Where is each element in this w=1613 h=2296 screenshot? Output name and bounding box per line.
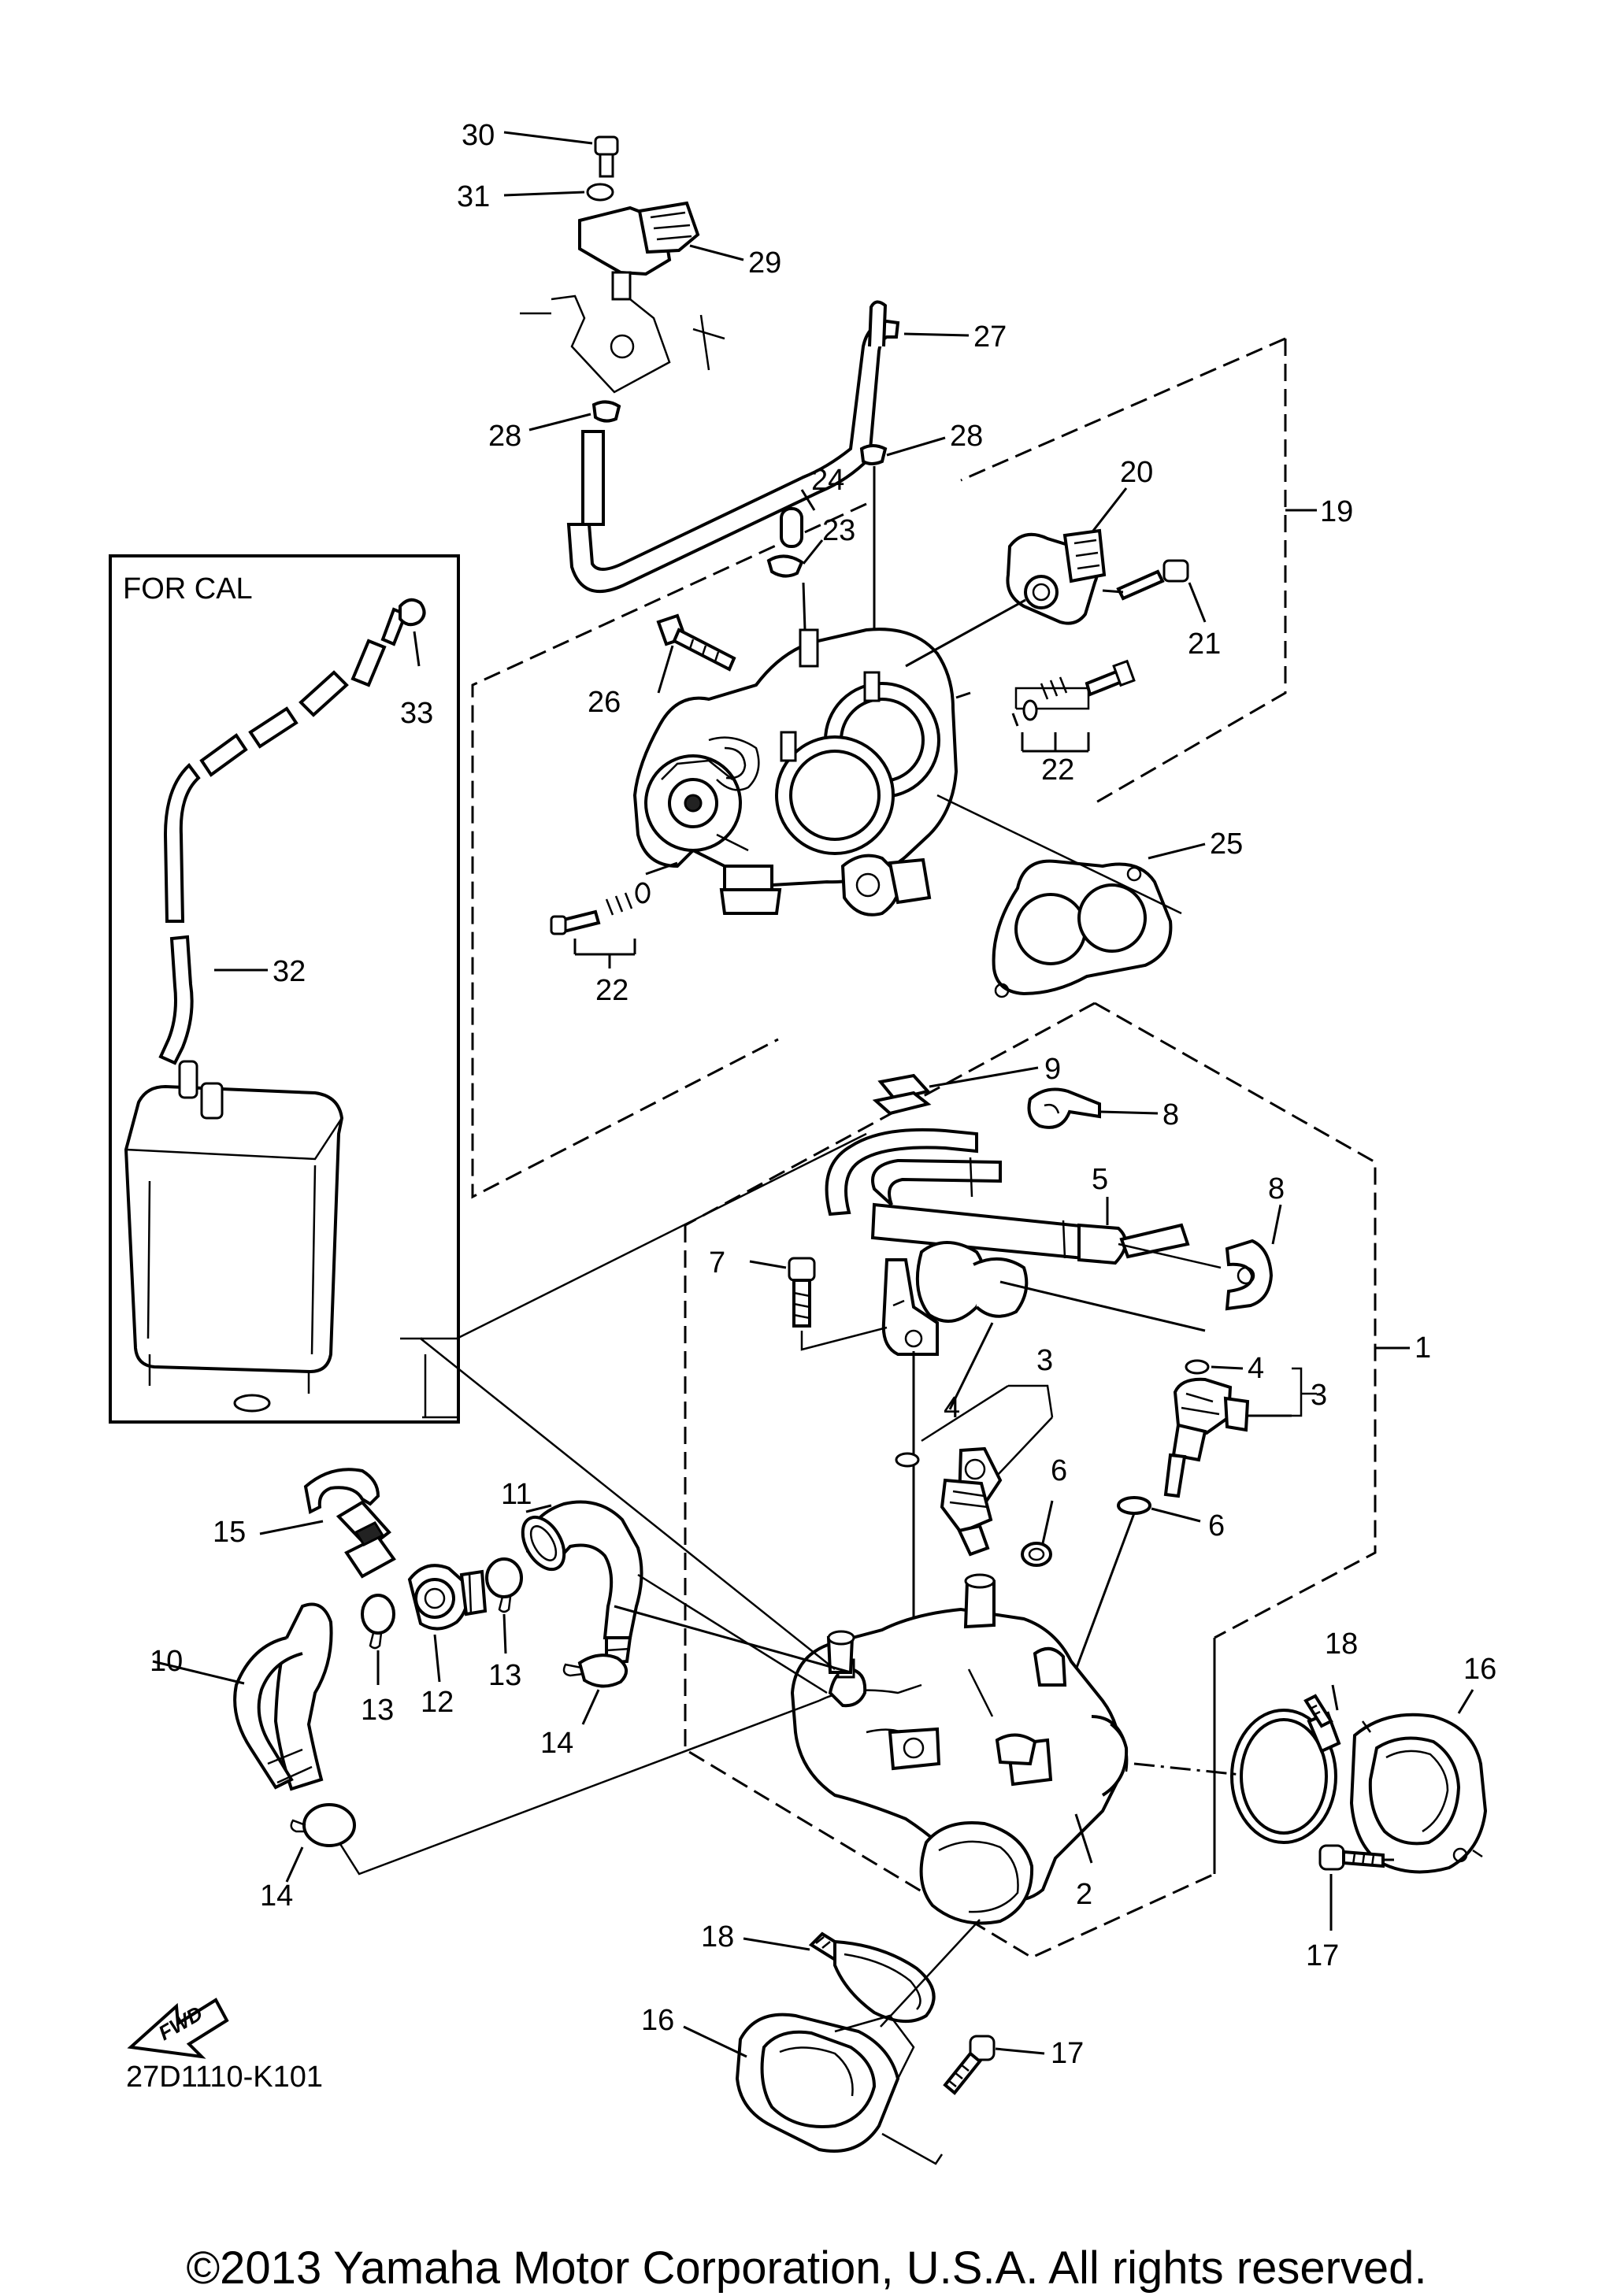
ref-code: 27D1110-K101 <box>126 2061 323 2094</box>
callout-18-right: 18 <box>1325 1628 1358 1661</box>
callout-3-right: 3 <box>1311 1379 1327 1412</box>
callouts: 30 31 29 27 28 28 24 23 20 19 21 26 22 2… <box>150 119 1496 2070</box>
callout-18-bottom: 18 <box>701 1920 734 1953</box>
callout-30: 30 <box>462 119 495 152</box>
callout-2: 2 <box>1076 1878 1092 1911</box>
callout-13-right: 13 <box>488 1659 521 1692</box>
callout-4-left: 4 <box>944 1391 960 1424</box>
callout-23: 23 <box>822 514 855 547</box>
callout-10: 10 <box>150 1645 183 1678</box>
callout-22-left: 22 <box>595 974 629 1007</box>
copyright: ©2013 Yamaha Motor Corporation, U.S.A. A… <box>186 2242 1426 2294</box>
callout-16-right: 16 <box>1463 1653 1496 1686</box>
callout-33: 33 <box>400 697 433 730</box>
callout-6-right: 6 <box>1208 1509 1225 1542</box>
callout-17-bottom: 17 <box>1051 2037 1084 2070</box>
callout-11: 11 <box>501 1478 532 1511</box>
leader-canister <box>456 1132 867 1340</box>
callout-4-right: 4 <box>1248 1352 1264 1385</box>
callout-22-right: 22 <box>1041 754 1074 787</box>
callout-26: 26 <box>588 686 621 719</box>
for-cal-group: FOR CAL <box>109 554 460 1424</box>
clip-33 <box>399 598 426 627</box>
callout-5: 5 <box>1092 1163 1108 1196</box>
callout-21: 21 <box>1188 628 1221 661</box>
leader-manifold <box>420 1338 836 1670</box>
callout-32: 32 <box>273 955 306 988</box>
callout-17-right: 17 <box>1306 1939 1339 1972</box>
callout-1: 1 <box>1415 1331 1431 1365</box>
callout-9: 9 <box>1044 1053 1061 1086</box>
callout-8-right: 8 <box>1268 1172 1285 1205</box>
callout-16-bottom: 16 <box>641 2004 674 2037</box>
callout-14-bottom: 14 <box>260 1879 293 1913</box>
callout-20: 20 <box>1120 456 1153 489</box>
callout-12: 12 <box>421 1686 454 1719</box>
intake-manifold-group <box>683 1573 1488 2165</box>
callout-15: 15 <box>213 1516 246 1549</box>
callout-27: 27 <box>973 320 1007 354</box>
callout-6-left: 6 <box>1051 1454 1067 1487</box>
callout-8-top: 8 <box>1162 1098 1179 1131</box>
sensor-29-group <box>503 131 970 669</box>
for-cal-box <box>109 554 460 1424</box>
callout-31: 31 <box>457 180 490 213</box>
callout-13-left: 13 <box>361 1694 394 1727</box>
callout-19: 19 <box>1320 495 1353 528</box>
hose-32 <box>158 607 408 1065</box>
callout-3-left: 3 <box>1036 1344 1053 1377</box>
callout-28-top: 28 <box>488 420 521 453</box>
callout-7: 7 <box>709 1246 725 1279</box>
fwd-arrow: FWD <box>127 1998 229 2059</box>
callout-28-lower: 28 <box>950 420 983 453</box>
callout-25: 25 <box>1210 828 1243 861</box>
callout-24: 24 <box>811 464 844 497</box>
for-cal-label: FOR CAL <box>123 572 253 605</box>
throttle-body-group <box>471 337 1317 1199</box>
callout-29: 29 <box>748 246 781 280</box>
callout-14-top: 14 <box>540 1727 573 1760</box>
canister <box>124 1060 344 1413</box>
hoses-left-group <box>152 1337 851 1883</box>
